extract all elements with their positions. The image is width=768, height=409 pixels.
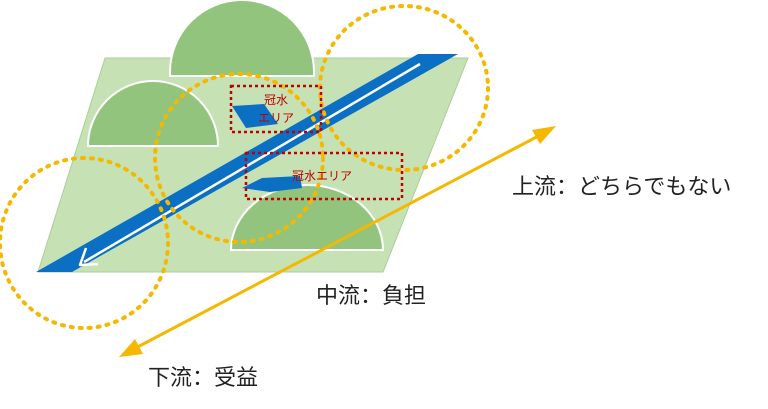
label-midstream: 中流：負担: [316, 284, 426, 309]
flow-direction-arrow: [129, 130, 547, 353]
flood-spill-upper: [232, 104, 278, 128]
hill-left: [86, 80, 220, 147]
flood-spill-lower: [242, 176, 302, 192]
hill-front: [229, 184, 385, 251]
hill-back: [169, 0, 315, 77]
flow-line: [83, 62, 421, 264]
flood-area-box-2: [244, 151, 404, 201]
flood-area-1-line2: エリア: [258, 111, 294, 125]
flood-area-box-1: [229, 84, 323, 134]
flood-area-1-line1: 冠水: [264, 93, 288, 107]
arrowhead-upper: [532, 126, 556, 144]
circle-midstream: [153, 72, 325, 244]
river: [36, 54, 458, 272]
label-downstream: 下流：受益: [148, 366, 258, 391]
circle-downstream: [0, 156, 170, 330]
label-upstream: 上流：どちらでもない: [512, 175, 731, 200]
flow-arrowhead: [78, 247, 99, 267]
arrowhead-lower: [119, 339, 143, 357]
flood-area-2-label: 冠水エリア: [292, 169, 352, 183]
